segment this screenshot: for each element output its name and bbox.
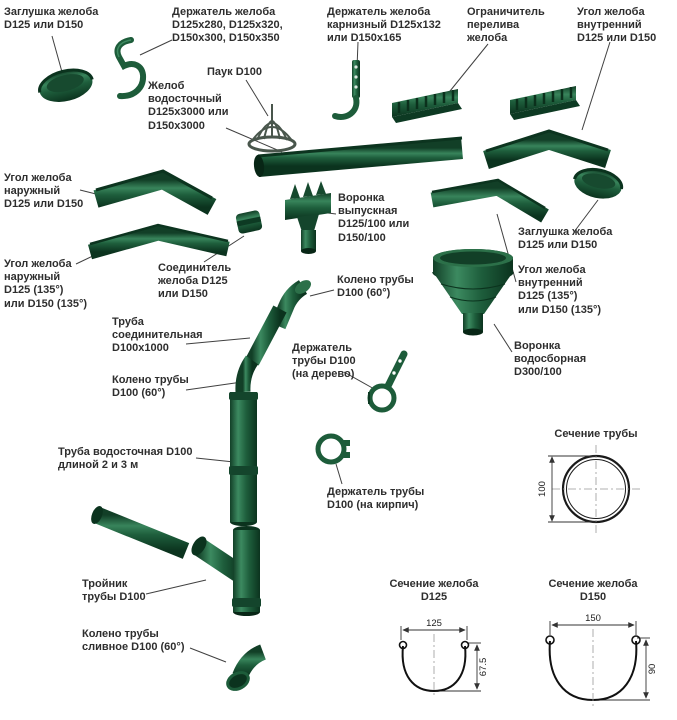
label-gutter150-section-title: Сечение желоба D150: [548, 578, 638, 604]
outer-gutter-corner-135-part: [87, 223, 230, 260]
gutter125-width-dimension: 125: [426, 618, 442, 629]
label-outlet-funnel: Воронка выпускная D125/100 или D150/100: [338, 192, 410, 244]
gutter-part: [253, 136, 463, 177]
label-pipe-holder-wood: Держатель трубы D100 (на дерево): [292, 342, 356, 381]
label-cornice-holder: Держатель желоба карнизный D125x132 или …: [327, 6, 441, 45]
pipe-holder-brick-part: [315, 433, 350, 465]
label-gutter-connector: Соединитель желоба D125 или D150: [158, 262, 232, 301]
overflow-limiter-part-b: [510, 86, 580, 120]
gutter-holder-part: [114, 37, 147, 100]
connecting-pipe-part: [245, 305, 287, 366]
downpipe-part: [229, 392, 258, 526]
label-pipe-elbow-left: Колено трубы D100 (60°): [112, 374, 189, 400]
gutter-connector-part: [235, 210, 263, 234]
pipe-tee-part: [191, 526, 261, 616]
pipe-diameter-dimension: 100: [537, 481, 548, 497]
gutter-end-cap-right-part: [573, 167, 624, 199]
gutter150-width-dimension: 150: [585, 613, 601, 624]
pipe-cross-section-drawing: 100: [537, 445, 640, 533]
label-gutter-end-cap: Заглушка желоба D125 или D150: [4, 6, 99, 32]
label-inner-corner-135: Угол желоба внутренний D125 (135°) или D…: [518, 264, 601, 316]
inner-gutter-corner-135-part: [430, 178, 549, 223]
outlet-funnel-part: [285, 181, 331, 254]
inner-gutter-corner-part: [483, 129, 611, 170]
label-pipe-tee: Тройник трубы D100: [82, 578, 146, 604]
leaf-guard-spider-part: [247, 104, 297, 153]
gutter125-height-dimension: 67.5: [478, 658, 489, 677]
label-collection-funnel: Воронка водосборная D300/100: [514, 340, 587, 379]
label-gutter: Желоб водосточный D125x3000 или D150x300…: [148, 80, 229, 132]
cornice-gutter-holder-part: [332, 60, 360, 120]
drain-elbow-part: [226, 644, 267, 691]
label-outer-corner-135: Угол желоба наружный D125 (135°) или D15…: [4, 258, 87, 310]
label-inner-corner: Угол желоба внутренний D125 или D150: [577, 6, 657, 45]
label-gutter-end-cap-right: Заглушка желоба D125 или D150: [518, 226, 613, 252]
tee-inlet-pipe-part: [91, 505, 190, 559]
pipe-holder-wood-part: [367, 350, 408, 413]
label-outer-corner: Угол желоба наружный D125 или D150: [4, 172, 84, 211]
label-connecting-pipe: Труба соединительная D100x1000: [112, 316, 203, 355]
gutter-end-cap-part: [38, 68, 94, 102]
label-drain-elbow: Колено трубы сливное D100 (60°): [82, 628, 185, 654]
pipe-elbow-lower-part: [235, 355, 259, 393]
collection-funnel-part: [432, 249, 514, 336]
label-spider: Паук D100: [207, 66, 262, 78]
gutter150-cross-section-drawing: 150 90: [545, 613, 658, 706]
gutter150-height-dimension: 90: [647, 664, 658, 675]
label-overflow-limiter: Ограничитель перелива желоба: [467, 6, 545, 45]
label-pipe-section-title: Сечение трубы: [554, 428, 638, 440]
label-gutter-holder: Держатель желоба D125x280, D125x320, D15…: [172, 6, 283, 45]
outer-gutter-corner-part: [93, 169, 217, 215]
label-pipe-elbow-right: Колено трубы D100 (60°): [337, 274, 414, 300]
overflow-limiter-part-a: [392, 89, 462, 123]
label-downpipe: Труба водосточная D100 длиной 2 и 3 м: [58, 446, 193, 472]
label-gutter125-section-title: Сечение желоба D125: [389, 578, 479, 604]
pipe-elbow-part: [270, 280, 312, 330]
label-pipe-holder-brick: Держатель трубы D100 (на кирпич): [327, 486, 425, 512]
gutter125-cross-section-drawing: 125 67.5: [398, 618, 489, 697]
